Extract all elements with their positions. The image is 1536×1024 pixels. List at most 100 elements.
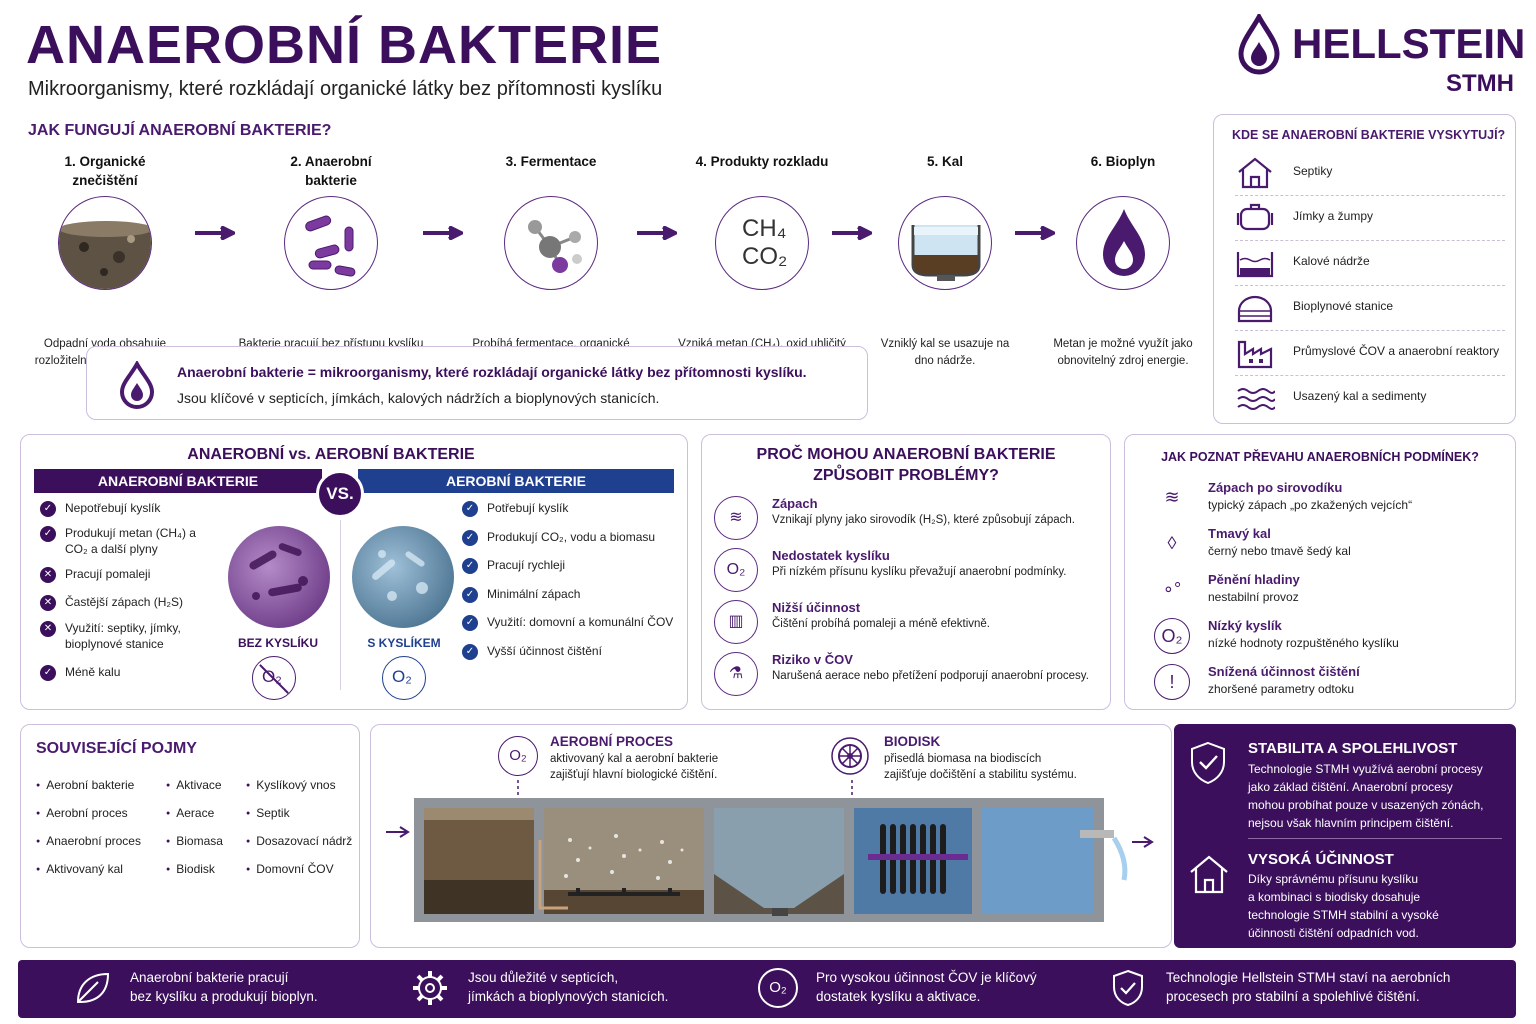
check-icon: ✓ <box>40 665 56 681</box>
arrow-icon <box>832 226 872 240</box>
term-item: Biodisk <box>166 862 215 876</box>
factory-icon <box>1237 340 1273 369</box>
check-icon: ✓ <box>462 586 478 603</box>
biogas-dome-icon <box>1237 295 1273 323</box>
step-title: 4. Produkty rozkladu <box>695 154 829 169</box>
check-icon: ✓ <box>462 529 478 546</box>
stability-divider <box>1248 838 1502 839</box>
condition-head: Tmavý kal <box>1208 526 1271 541</box>
arrow-icon <box>423 226 463 240</box>
stability-line: mohou probíhat pouze v usazených zónách, <box>1248 798 1484 812</box>
anaerobic-list-item: Častější zápach (H₂S) <box>65 595 184 609</box>
house-icon <box>1238 157 1272 189</box>
no-o2-icon: O₂ <box>252 656 296 700</box>
brand-logo: HELLSTEIN STMH <box>1236 14 1525 104</box>
bacteria-illustration <box>284 196 378 290</box>
shield-icon <box>1113 969 1143 1007</box>
cross-icon: ✕ <box>40 621 56 637</box>
check-icon: ✓ <box>462 615 478 631</box>
odor-icon: ≋ <box>714 496 758 540</box>
term-item: Biomasa <box>166 834 223 848</box>
term-item: Aerace <box>166 806 214 820</box>
step-3: 3. Fermentace Probíhá fermentace, organi… <box>456 152 646 370</box>
leaf-icon <box>76 972 110 1003</box>
definition-line-1: Anaerobní bakterie = mikroorganismy, kte… <box>177 364 807 380</box>
problems-title-2: ZPŮSOBIT PROBLÉMY? <box>813 467 999 484</box>
shield-check-icon <box>1191 741 1225 785</box>
organic-pollution-illustration <box>58 196 152 290</box>
term-item: Domovní ČOV <box>246 862 333 876</box>
where-item: Kalové nádrže <box>1235 242 1505 286</box>
aerobic-header: AEROBNÍ BAKTERIE <box>358 469 674 493</box>
warning-icon: ! <box>1154 664 1190 700</box>
where-item: Bioplynové stanice <box>1235 287 1505 331</box>
term-item: Aerobní proces <box>36 806 127 820</box>
problem-text: Narušená aerace nebo přetížení podporují… <box>772 670 1089 682</box>
brand-name: HELLSTEIN <box>1292 20 1526 67</box>
stability-head: STABILITA A SPOLEHLIVOST <box>1248 740 1458 757</box>
treatment-plant-illustration <box>386 780 1154 922</box>
anaerobic-list-item: Pracují pomaleji <box>65 567 151 581</box>
step-title: 6. Bioplyn <box>1090 154 1156 169</box>
problem-head: Nedostatek kyslíku <box>772 548 890 563</box>
aerobic-list-item: Vyšší účinnost čištění <box>487 643 602 658</box>
aerobic-process-head: AEROBNÍ PROCES <box>550 734 674 749</box>
condition-head: Nízký kyslík <box>1208 618 1282 633</box>
brand-sub: STMH <box>1446 70 1514 97</box>
how-title: JAK FUNGUJÍ ANAEROBNÍ BAKTERIE? <box>28 122 332 139</box>
problem-head: Zápach <box>772 496 818 511</box>
stability-box <box>1174 724 1516 948</box>
where-item: Jímky a žumpy <box>1235 197 1505 241</box>
biodisk-text-1: přisedlá biomasa na biodiscích <box>884 753 1042 765</box>
step-desc: Vzniklý kal se usazuje na dno nádrže. <box>880 338 1010 367</box>
condition-head: Pěnění hladiny <box>1208 572 1300 587</box>
drop-logo-icon <box>1238 14 1280 75</box>
condition-text: černý nebo tmavě šedý kal <box>1208 544 1351 558</box>
where-item: Usazený kal a sedimenty <box>1235 377 1505 421</box>
step-1: 1. Organické znečištění Odpadní voda obs… <box>10 152 200 370</box>
odor-icon: ≋ <box>1164 487 1180 507</box>
problems-box <box>701 434 1111 710</box>
gear-icon <box>413 971 447 1005</box>
stability-line: nejsou však hlavním principem čištění. <box>1248 816 1454 830</box>
condition-head: Snížená účinnost čištění <box>1208 664 1360 679</box>
vs-divider <box>340 520 341 690</box>
step-title: 5. Kal <box>926 154 964 169</box>
condition-text: nízké hodnoty rozpuštěného kyslíku <box>1208 636 1399 650</box>
chart-down-icon: ▥ <box>714 600 758 644</box>
term-item: Aktivace <box>166 778 221 792</box>
no-oxygen-label: BEZ KYSLÍKU <box>237 636 318 650</box>
condition-text: nestabilní provoz <box>1208 590 1299 604</box>
stability-line: Díky správnému přísunu kyslíku <box>1248 872 1419 886</box>
anaerobic-list-item: Nepotřebují kyslík <box>65 501 161 515</box>
efficiency-head: VYSOKÁ ÚČINNOST <box>1248 851 1394 868</box>
check-icon: ✓ <box>462 643 478 660</box>
aerobic-list-item: Produkují CO₂, vodu a biomasu <box>487 529 656 544</box>
terms-title: SOUVISEJÍCÍ POJMY <box>36 740 197 757</box>
cross-icon: ✕ <box>40 595 56 611</box>
flame-icon <box>1076 196 1170 290</box>
arrow-icon <box>637 226 677 240</box>
check-icon: ✓ <box>462 501 478 517</box>
step-title: 2. Anaerobní bakterie <box>290 154 372 188</box>
where-item: Septiky <box>1235 152 1505 196</box>
page-subtitle: Mikroorganismy, které rozkládají organic… <box>28 78 663 100</box>
vs-title: ANAEROBNÍ vs. AEROBNÍ BAKTERIE <box>187 446 475 463</box>
house-icon <box>1190 855 1228 894</box>
aerobic-process-text-2: zajišťují hlavní biologické čištění. <box>550 769 718 781</box>
o2-icon: O₂ <box>714 548 758 592</box>
check-icon: ✓ <box>462 558 478 574</box>
vs-badge: VS. <box>316 470 364 518</box>
biodisk-text-2: zajišťuje dočištění a stabilitu systému. <box>884 769 1077 781</box>
problem-head: Riziko v ČOV <box>772 652 853 667</box>
o2-icon: O₂ <box>758 968 798 1008</box>
anaerobic-list-item: Využití: septiky, jímky, bioplynové stan… <box>65 621 181 651</box>
stability-line: technologie STMH stabilní a vysoké <box>1248 908 1439 922</box>
conditions-title: JAK POZNAT PŘEVAHU ANAEROBNÍCH PODMÍNEK? <box>1161 450 1479 464</box>
